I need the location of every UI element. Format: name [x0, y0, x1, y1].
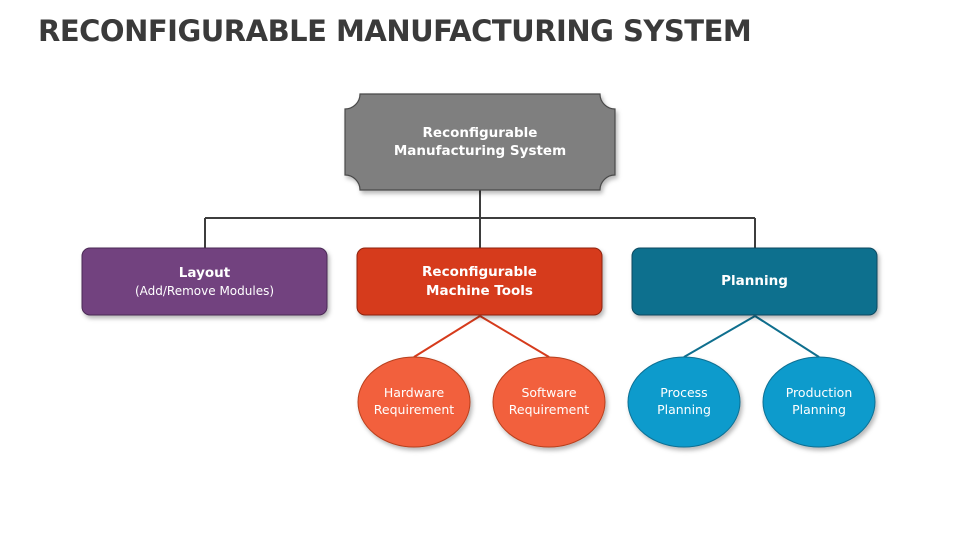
layout-node-label: Layout (Add/Remove Modules): [82, 248, 327, 315]
hardware-line1: Hardware: [383, 385, 445, 401]
layout-title: Layout: [178, 265, 231, 282]
software-node-shape: [492, 356, 606, 448]
root-node-shape: [344, 93, 616, 191]
production-node-shape: [762, 356, 876, 448]
hardware-node-label: Hardware Requirement: [358, 357, 470, 447]
connector-tools-to-hardware: [413, 315, 481, 358]
root-line2: Manufacturing System: [393, 143, 567, 159]
tools-node-label: Reconfigurable Machine Tools: [357, 248, 602, 315]
connector-planning-to-process: [683, 315, 756, 358]
root-node-label: Reconfigurable Manufacturing System: [345, 94, 615, 190]
process-node-label: Process Planning: [628, 357, 740, 447]
process-line1: Process: [660, 385, 708, 401]
planning-node-shape: [631, 247, 878, 316]
connector-planning-to-production: [754, 315, 820, 358]
software-line2: Requirement: [508, 402, 590, 417]
root-line1: Reconfigurable: [422, 124, 538, 141]
process-node-shape: [627, 356, 741, 448]
tools-node-shape: [356, 247, 603, 316]
production-node-label: Production Planning: [763, 357, 875, 447]
layout-subtitle: (Add/Remove Modules): [134, 283, 275, 298]
tools-line1: Reconfigurable: [422, 264, 537, 281]
production-line1: Production: [785, 385, 853, 401]
layout-node-shape: [81, 247, 328, 316]
tools-line2: Machine Tools: [426, 282, 533, 299]
process-line2: Planning: [657, 402, 711, 417]
planning-node-label: Planning: [632, 248, 877, 315]
software-line1: Software: [521, 385, 577, 401]
planning-title: Planning: [721, 273, 788, 290]
hardware-line2: Requirement: [373, 402, 455, 417]
hardware-node-shape: [357, 356, 471, 448]
connector-tools-to-software: [479, 315, 550, 358]
production-line2: Planning: [792, 402, 846, 417]
software-node-label: Software Requirement: [493, 357, 605, 447]
connector-lines: [204, 190, 820, 358]
slide-title: RECONFIGURABLE MANUFACTURING SYSTEM: [38, 14, 752, 48]
